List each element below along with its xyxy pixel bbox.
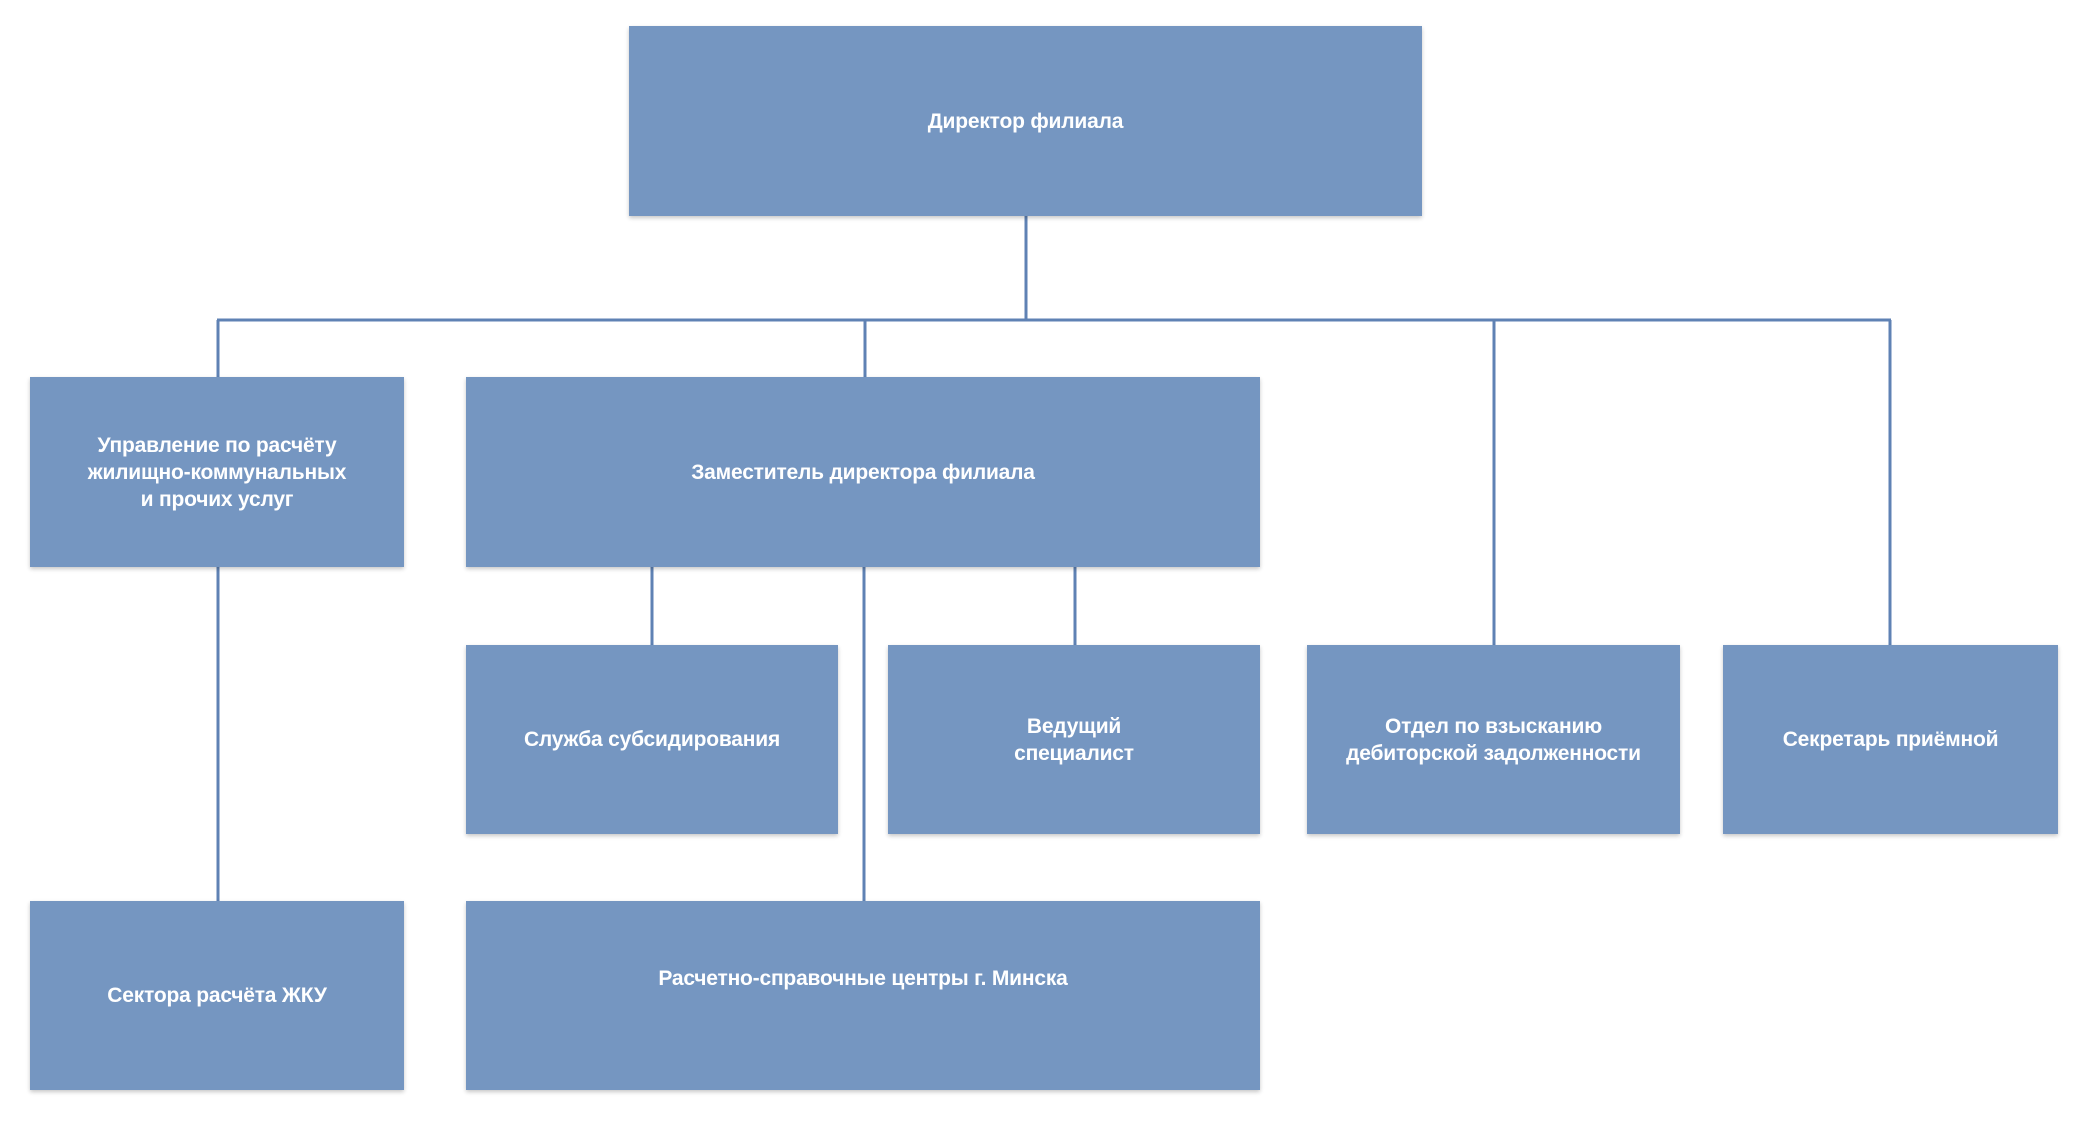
subsidy-service-box: Служба субсидирования xyxy=(466,645,838,834)
lead-specialist-label: Ведущий специалист xyxy=(1014,714,1134,765)
lead-specialist-box: Ведущий специалист xyxy=(888,645,1260,834)
sectors-label: Сектора расчёта ЖКУ xyxy=(107,984,327,1007)
director-label: Директор филиала xyxy=(927,109,1124,133)
director-box: Директор филиала xyxy=(629,26,1422,216)
management-label: Управление по расчёту жилищно-коммунальн… xyxy=(87,433,347,511)
secretary-box: Секретарь приёмной xyxy=(1723,645,2058,834)
management-box: Управление по расчёту жилищно-коммунальн… xyxy=(30,377,404,567)
sectors-box: Сектора расчёта ЖКУ xyxy=(30,901,404,1090)
deputy-director-label: Заместитель директора филиала xyxy=(691,460,1035,484)
deputy-director-box: Заместитель директора филиала xyxy=(466,377,1260,567)
settlement-centers-box: Расчетно-справочные центры г. Минска xyxy=(466,901,1260,1090)
debt-department-box: Отдел по взысканию дебиторской задолженн… xyxy=(1307,645,1680,834)
subsidy-service-label: Служба субсидирования xyxy=(523,728,781,751)
debt-department-label: Отдел по взысканию дебиторской задолженн… xyxy=(1346,714,1641,765)
settlement-centers-label: Расчетно-справочные центры г. Минска xyxy=(658,967,1068,990)
secretary-label: Секретарь приёмной xyxy=(1782,728,1999,751)
